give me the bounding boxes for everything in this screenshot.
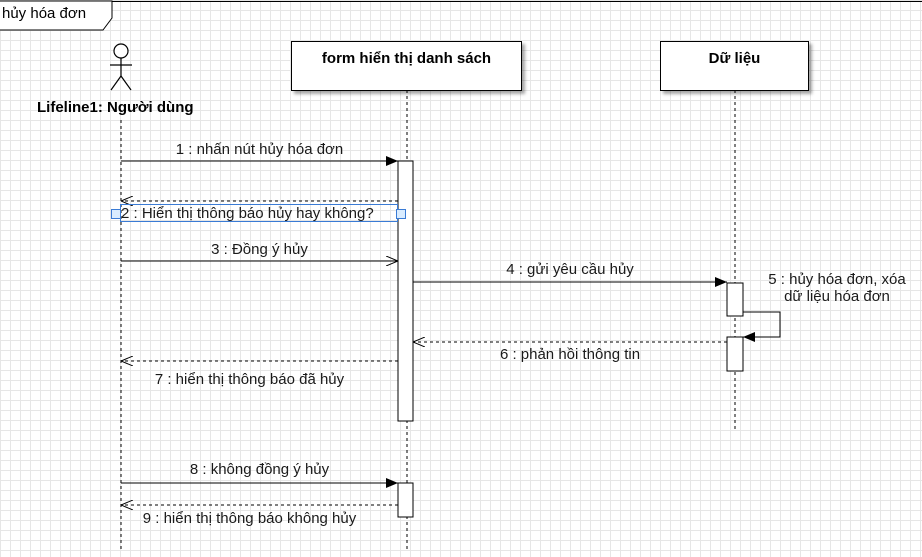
frame-label[interactable]: hủy hóa đơn [2,5,87,22]
message-7-label[interactable]: 7 : hiển thị thông báo đã hủy [154,371,345,388]
message-3-label[interactable]: 3 : Đồng ý hủy [211,241,308,258]
selection-handle-left[interactable] [111,209,121,219]
form-activation-1 [397,160,414,422]
data-activation-2 [726,336,744,372]
message-1-label[interactable]: 1 : nhấn nút hủy hóa đơn [175,141,344,158]
message-4-label[interactable]: 4 : gửi yêu cầu hủy [506,261,634,278]
message-8-label[interactable]: 8 : không đồng ý hủy [189,461,330,478]
data-activation-1 [726,282,744,317]
actor-label[interactable]: Lifeline1: Người dùng [37,99,194,116]
message-5-label-line2[interactable]: dữ liệu hóa đơn [784,288,890,305]
actor-icon [110,43,132,91]
lifeline-form-box[interactable]: form hiển thị danh sách [291,41,522,91]
frame-tab [0,0,113,31]
message-5-label-line1[interactable]: 5 : hủy hóa đơn, xóa [768,271,906,288]
message-2-label[interactable]: 2 : Hiển thị thông báo hủy hay không? [121,205,374,222]
message-9-label[interactable]: 9 : hiển thị thông báo không hủy [142,510,357,527]
message-5-arrow [743,311,781,342]
message-6-label[interactable]: 6 : phản hồi thông tin [499,346,641,363]
lifeline-data-box[interactable]: Dữ liệu [660,41,809,91]
selection-handle-right[interactable] [396,209,406,219]
form-activation-2 [397,482,414,518]
frame-top-border [0,1,922,2]
